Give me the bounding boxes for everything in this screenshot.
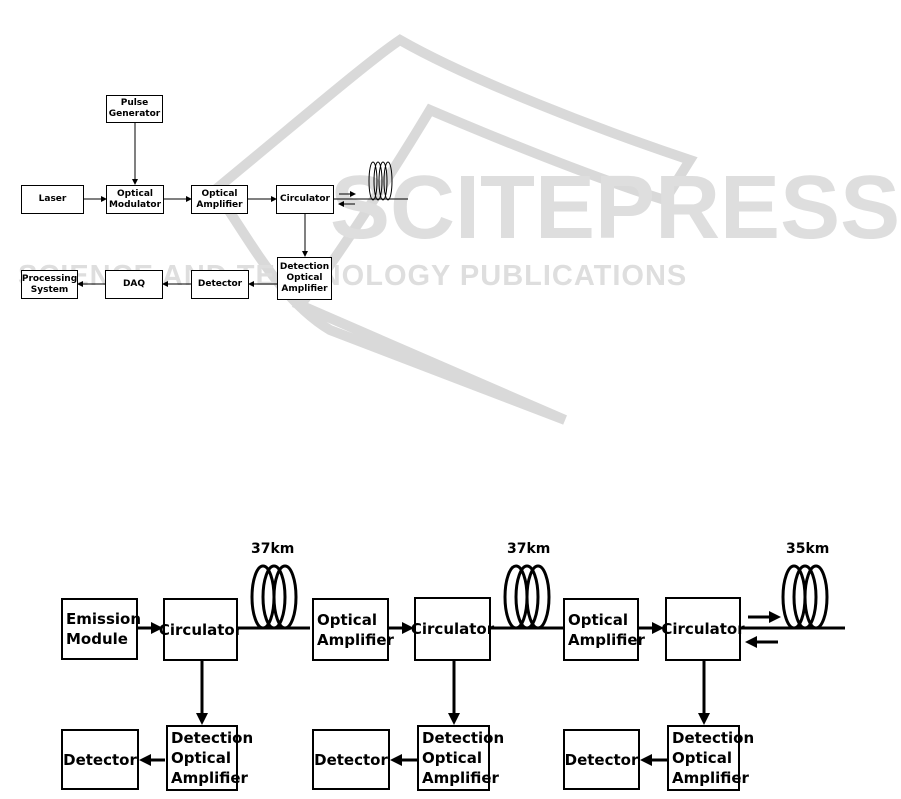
- circulator-2-label: Circulator: [410, 620, 495, 638]
- circulator-3-label: Circulator: [661, 620, 745, 638]
- circulator-3-box: Circulator: [661, 597, 745, 661]
- optical-modulator-box: Optical Modulator: [106, 185, 164, 214]
- detector-3-box: Detector: [563, 729, 640, 790]
- fiber-coil-icon: [368, 161, 393, 201]
- detection-amplifier-2-box: Detection Optical Amplifier: [417, 725, 504, 791]
- optical-amplifier-3-label: Optical Amplifier: [568, 610, 645, 649]
- processing-system-label: Processing System: [21, 273, 78, 295]
- detection-optical-amplifier-box: Detection Optical Amplifier: [277, 257, 332, 300]
- daq-label: DAQ: [122, 279, 146, 289]
- watermark-book-icon: [208, 34, 698, 425]
- detector-3-label: Detector: [564, 750, 639, 769]
- detection-optical-amplifier-label: Detection Optical Amplifier: [279, 262, 330, 294]
- detector-1-label: Detector: [63, 750, 137, 769]
- detector-box: Detector: [191, 270, 249, 299]
- distance-label-3: 35km: [786, 541, 830, 557]
- optical-amplifier-box: Optical Amplifier: [191, 185, 248, 214]
- detection-amplifier-3-box: Detection Optical Amplifier: [667, 725, 754, 791]
- emission-module-box: Emission Module: [61, 598, 141, 660]
- distance-label-2: 37km: [507, 541, 551, 557]
- fiber-coil-1-icon: [250, 564, 298, 630]
- pulse-generator-box: Pulse Generator: [106, 95, 163, 123]
- fiber-coil-2-icon: [503, 564, 551, 630]
- circulator-box: Circulator: [276, 185, 334, 214]
- pulse-generator-label: Pulse Generator: [108, 98, 161, 119]
- laser-label: Laser: [38, 194, 67, 204]
- optical-amplifier-3-box: Optical Amplifier: [563, 598, 645, 661]
- laser-box: Laser: [21, 185, 84, 214]
- optical-amplifier-label: Optical Amplifier: [196, 188, 243, 210]
- circulator-label: Circulator: [280, 194, 330, 204]
- daq-box: DAQ: [105, 270, 163, 299]
- detection-amplifier-1-label: Detection Optical Amplifier: [171, 729, 254, 787]
- optical-modulator-label: Optical Modulator: [108, 188, 162, 210]
- circulator-2-box: Circulator: [410, 597, 495, 661]
- processing-system-box: Processing System: [21, 270, 78, 299]
- detector-2-box: Detector: [312, 729, 390, 790]
- detector-1-box: Detector: [61, 729, 139, 790]
- circulator-1-box: Circulator: [159, 598, 242, 661]
- fiber-coil-3-icon: [781, 564, 829, 630]
- detector-2-label: Detector: [314, 750, 388, 769]
- optical-amplifier-2-label: Optical Amplifier: [317, 610, 394, 649]
- optical-amplifier-2-box: Optical Amplifier: [312, 598, 394, 661]
- circulator-1-label: Circulator: [158, 620, 243, 639]
- emission-module-label: Emission Module: [66, 610, 141, 648]
- watermark-brand: SCITEPRESS: [330, 158, 900, 258]
- detection-amplifier-3-label: Detection Optical Amplifier: [672, 729, 755, 787]
- detection-amplifier-2-label: Detection Optical Amplifier: [422, 729, 505, 787]
- distance-label-1: 37km: [251, 541, 295, 557]
- detection-amplifier-1-box: Detection Optical Amplifier: [166, 725, 253, 791]
- detector-label: Detector: [197, 279, 243, 289]
